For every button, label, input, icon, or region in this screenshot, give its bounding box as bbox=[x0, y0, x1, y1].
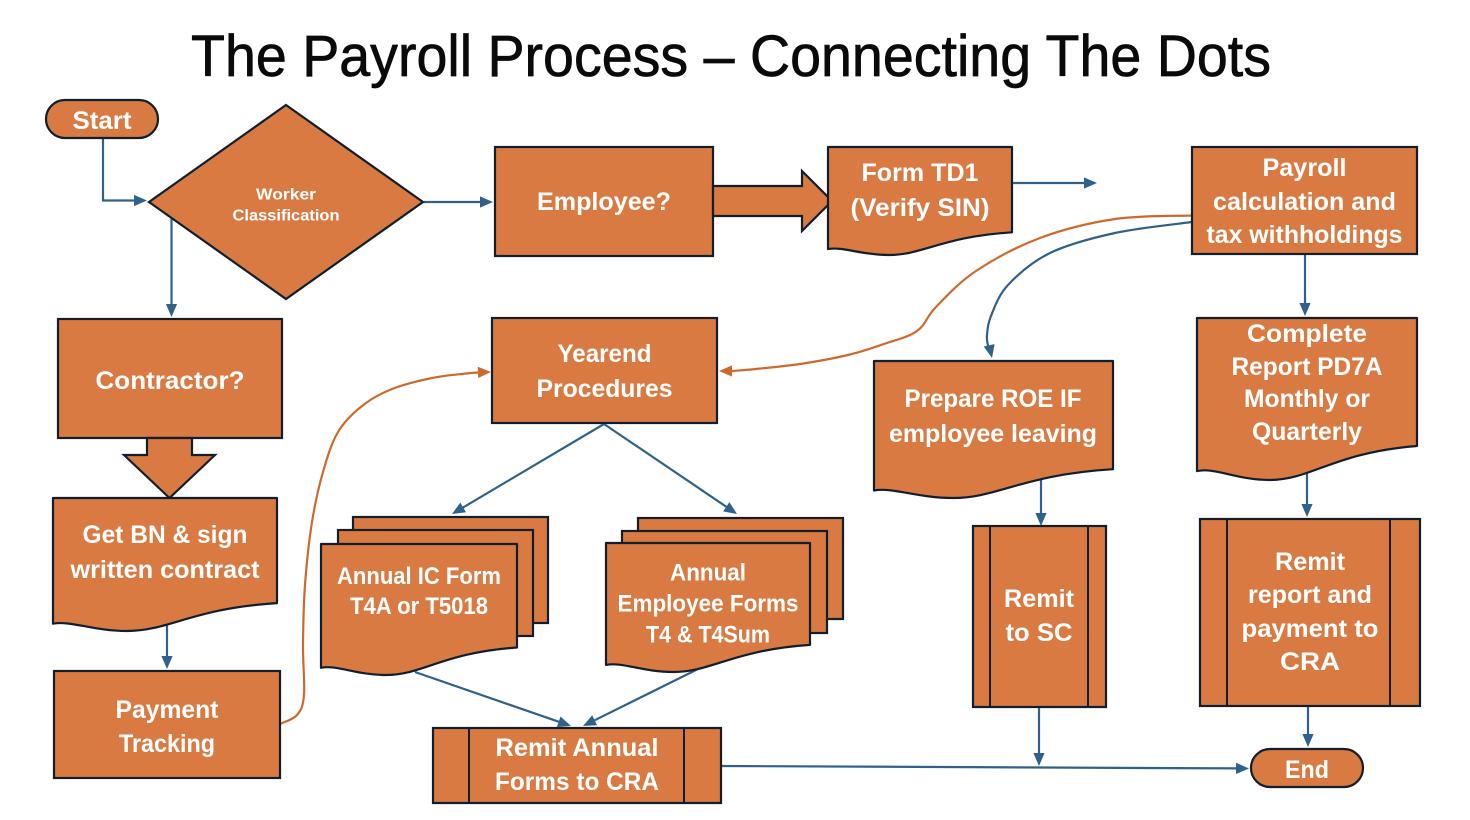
svg-text:Get BN & sign: Get BN & sign bbox=[83, 521, 248, 549]
svg-text:Procedures: Procedures bbox=[537, 375, 673, 403]
svg-text:Worker: Worker bbox=[256, 187, 316, 204]
svg-text:End: End bbox=[1285, 756, 1329, 784]
svg-text:Quarterly: Quarterly bbox=[1252, 418, 1362, 446]
svg-text:Form TD1: Form TD1 bbox=[862, 159, 979, 187]
svg-text:Monthly or: Monthly or bbox=[1244, 385, 1370, 413]
svg-text:T4A or T5018: T4A or T5018 bbox=[350, 593, 488, 620]
svg-text:T4 & T4Sum: T4 & T4Sum bbox=[646, 621, 770, 648]
svg-text:Forms to CRA: Forms to CRA bbox=[495, 768, 659, 796]
svg-text:tax withholdings: tax withholdings bbox=[1207, 221, 1403, 249]
svg-text:Report PD7A: Report PD7A bbox=[1232, 353, 1383, 381]
svg-text:employee leaving: employee leaving bbox=[889, 420, 1097, 448]
svg-text:Complete: Complete bbox=[1247, 320, 1367, 348]
svg-text:written contract: written contract bbox=[69, 556, 260, 584]
svg-text:calculation and: calculation and bbox=[1213, 188, 1396, 216]
svg-text:Remit: Remit bbox=[1004, 585, 1075, 613]
svg-text:Employee Forms: Employee Forms bbox=[618, 590, 799, 617]
svg-text:Tracking: Tracking bbox=[119, 730, 215, 758]
svg-text:Employee?: Employee? bbox=[537, 188, 671, 216]
svg-text:Contractor?: Contractor? bbox=[96, 367, 245, 395]
svg-text:Start: Start bbox=[73, 107, 133, 135]
svg-text:Prepare ROE IF: Prepare ROE IF bbox=[905, 385, 1082, 413]
svg-text:(Verify SIN): (Verify SIN) bbox=[851, 194, 990, 222]
svg-text:Annual: Annual bbox=[670, 559, 746, 586]
svg-text:Yearend: Yearend bbox=[558, 340, 652, 368]
svg-text:CRA: CRA bbox=[1280, 648, 1340, 676]
svg-text:Classification: Classification bbox=[233, 208, 340, 225]
svg-text:Annual IC Form: Annual IC Form bbox=[337, 563, 501, 590]
svg-text:payment to: payment to bbox=[1242, 615, 1379, 643]
svg-text:Payroll: Payroll bbox=[1263, 154, 1347, 182]
svg-text:Payment: Payment bbox=[116, 696, 220, 724]
svg-text:report and: report and bbox=[1248, 581, 1372, 609]
svg-text:to SC: to SC bbox=[1006, 619, 1073, 647]
svg-text:Remit: Remit bbox=[1275, 548, 1346, 576]
svg-text:Remit Annual: Remit Annual bbox=[496, 734, 659, 762]
svg-text:The Payroll Process – Connecti: The Payroll Process – Connecting The Dot… bbox=[191, 24, 1271, 89]
